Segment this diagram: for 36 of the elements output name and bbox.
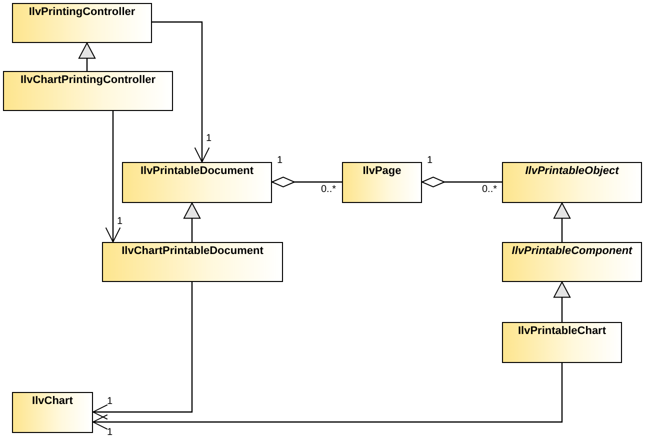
- multiplicity-label: 1: [117, 216, 123, 227]
- arrow: [553, 202, 571, 242]
- multiplicity-label: 0..*: [482, 184, 498, 195]
- class-name: IlvChartPrintableDocument: [120, 245, 264, 257]
- arrow: [183, 202, 201, 242]
- multiplicity-label: 0..*: [321, 184, 336, 195]
- class-name: IlvChartPrintingController: [19, 74, 157, 86]
- arrow: [92, 282, 193, 420]
- arrow: [78, 42, 96, 71]
- class-name: IlvChart: [31, 395, 74, 407]
- arrow: [92, 363, 563, 430]
- multiplicity-label: 1: [107, 427, 113, 438]
- class-name: IlvPrintableComponent: [510, 245, 634, 257]
- arrow: [152, 21, 210, 162]
- class-name: IlvPrintingController: [28, 6, 136, 18]
- multiplicity-label: 1: [277, 155, 283, 166]
- class-box: [12, 392, 93, 433]
- class-name: IlvPage: [362, 165, 402, 177]
- class-box: [12, 3, 152, 43]
- multiplicity-label: 1: [206, 133, 212, 144]
- class-name: IlvPrintableObject: [524, 165, 620, 177]
- multiplicity-label: 1: [107, 396, 113, 407]
- class-box: [342, 162, 422, 203]
- arrow: [105, 111, 121, 242]
- class-name: IlvPrintableDocument: [139, 165, 255, 177]
- class-box: [102, 242, 283, 282]
- aggregation-line: [272, 176, 342, 188]
- class-box: [502, 162, 642, 203]
- class-box: [3, 71, 173, 111]
- aggregation-line: [422, 176, 502, 188]
- class-box: [502, 242, 642, 282]
- multiplicity-label: 1: [427, 155, 433, 166]
- arrow: [553, 282, 571, 322]
- class-box: [122, 162, 272, 203]
- class-box: [502, 322, 622, 363]
- class-name: IlvPrintableChart: [516, 325, 608, 337]
